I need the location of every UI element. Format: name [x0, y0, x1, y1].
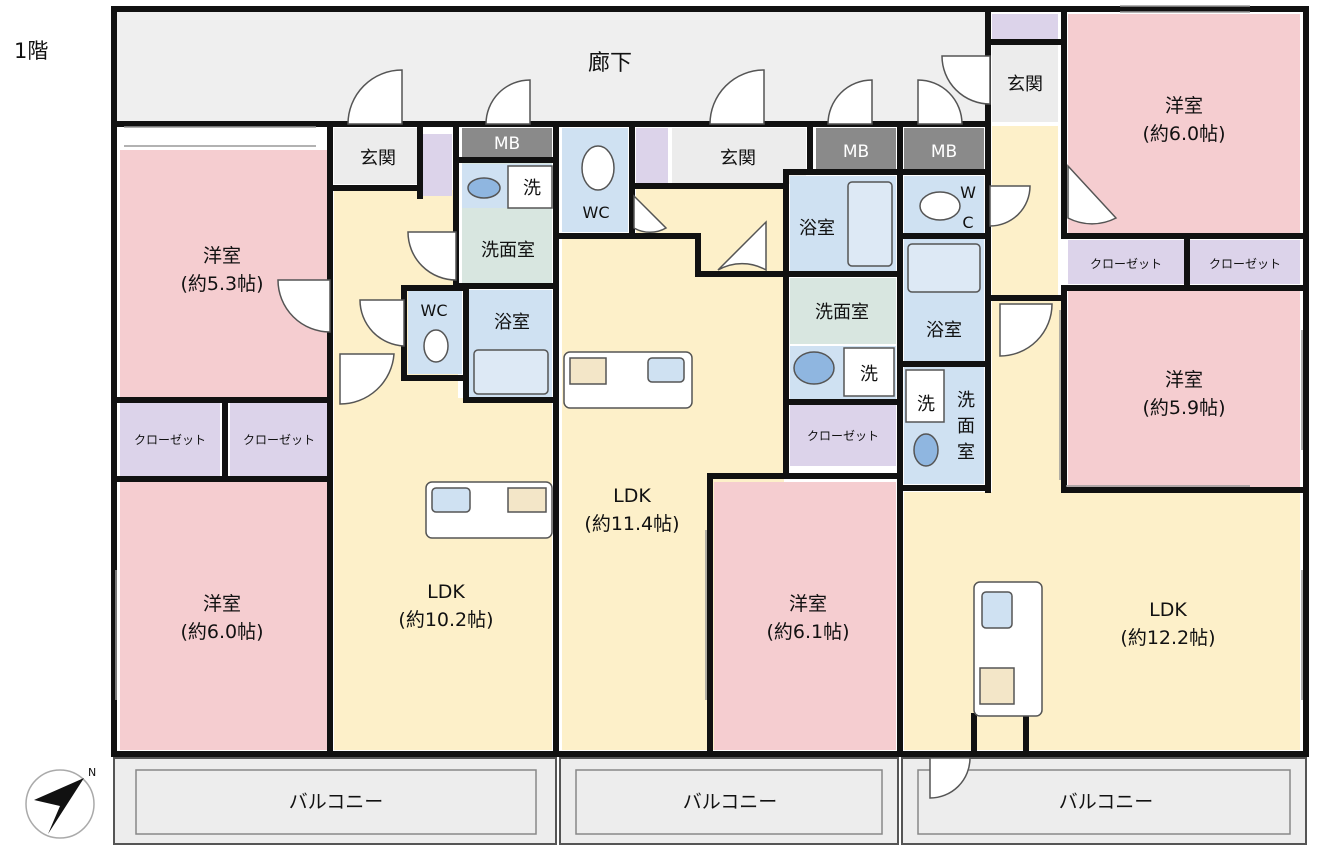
unit3-ldk-type: LDK: [1149, 599, 1187, 621]
unit3-bath-label: 浴室: [926, 320, 962, 341]
unit1-balcony: [113, 757, 557, 845]
unit3-wash-label: 洗: [917, 394, 935, 415]
unit2-wash-label: 洗: [860, 364, 878, 385]
unit2-washroom: [790, 278, 896, 344]
unit2-balcony-inner: [575, 769, 883, 835]
unit1-western-room-b: [120, 482, 328, 750]
unit3-mb: [904, 128, 984, 170]
unit2-ldk-size: (約11.4帖): [584, 513, 679, 535]
unit1-balcony-inner: [135, 769, 537, 835]
doors: [277, 55, 1118, 799]
unit2-closet-label: クローゼット: [807, 429, 879, 443]
unit3-balcony: [901, 757, 1307, 845]
unit1-wash-label: 洗: [523, 178, 541, 199]
unit2-mb-label: MB: [843, 142, 869, 162]
unit2-bath-label: 浴室: [799, 218, 835, 239]
unit1-closet-a-label: クローゼット: [134, 433, 206, 447]
unit3-wc-label-w: W: [960, 183, 976, 202]
unit1-closet-a: [120, 402, 220, 476]
unit1-ldk-size: (約10.2帖): [398, 609, 493, 631]
unit2-ldk-type: LDK: [613, 485, 651, 507]
unit1-ldk-type: LDK: [427, 581, 465, 603]
unit3-entrance: [992, 44, 1058, 122]
unit3-western-room-b: [1068, 290, 1300, 488]
unit3-washroom-v2: 面: [957, 416, 975, 437]
unit3-room-b-size: (約5.9帖): [1142, 397, 1225, 419]
unit3-washroom-v3: 室: [957, 442, 975, 463]
floor-label: 1階: [14, 39, 48, 63]
unit1-closet-b: [230, 402, 328, 476]
unit1-closet-b-label: クローゼット: [243, 433, 315, 447]
unit1-bath-label: 浴室: [494, 312, 530, 333]
unit1-room-b-type: 洋室: [203, 593, 241, 615]
unit3-wc-label-c: C: [962, 213, 973, 232]
unit3-balcony-inner: [917, 769, 1291, 835]
unit1-western-room-a: [120, 150, 328, 398]
unit1-washroom-label: 洗面室: [481, 240, 535, 261]
unit1-entrance-label: 玄関: [360, 148, 396, 169]
unit2-room-size: (約6.1帖): [766, 621, 849, 643]
unit1-room-b-size: (約6.0帖): [180, 621, 263, 643]
unit1-balcony-label: バルコニー: [289, 791, 384, 813]
unit2-washroom-label: 洗面室: [815, 302, 869, 323]
unit3-closet-b: [1190, 240, 1300, 284]
unit3-room-a-size: (約6.0帖): [1142, 123, 1225, 145]
unit1-room-a-size: (約5.3帖): [180, 273, 263, 295]
unit3-closet-b-label: クローゼット: [1209, 257, 1281, 271]
unit2-room-type: 洋室: [789, 593, 827, 615]
unit1-shoe-closet: [420, 134, 452, 196]
unit2-balcony: [559, 757, 899, 845]
unit3-closet-a: [1068, 240, 1184, 284]
corridor-label: 廊下: [588, 51, 632, 76]
unit2-closet: [790, 404, 896, 466]
unit2-western-room: [714, 482, 896, 750]
unit3-balcony-label: バルコニー: [1059, 791, 1154, 813]
unit3-room-b-type: 洋室: [1165, 369, 1203, 391]
unit1-room-a-type: 洋室: [203, 245, 241, 267]
unit3-shoe-closet: [992, 14, 1058, 40]
unit1-wc-label: WC: [421, 301, 448, 320]
unit3-ldk: [904, 492, 1300, 750]
unit2-entrance-label: 玄関: [720, 148, 756, 169]
unit3-western-room-a: [1068, 14, 1300, 234]
compass-north-label: N: [88, 766, 96, 779]
unit1-ldk: [334, 398, 552, 750]
unit3-closet-a-label: クローゼット: [1090, 257, 1162, 271]
unit3-mb-label: MB: [931, 142, 957, 162]
walls: [111, 6, 1309, 757]
unit2-wc-label: WC: [583, 203, 610, 222]
windows: [115, 5, 1303, 700]
unit3-room-a-type: 洋室: [1165, 95, 1203, 117]
unit2-shoe-closet: [636, 128, 668, 184]
fixtures: [423, 145, 1043, 717]
compass-icon: N: [25, 766, 96, 839]
unit1-mb: [462, 128, 552, 158]
unit3-ldk-size: (約12.2帖): [1120, 627, 1215, 649]
unit2-ldk-ext: [700, 270, 784, 470]
unit2-mb: [816, 128, 896, 170]
unit3-washroom-v1: 洗: [957, 390, 975, 411]
unit2-balcony-label: バルコニー: [683, 791, 778, 813]
unit1-mb-label: MB: [494, 134, 520, 154]
unit1-entrance: [334, 128, 418, 184]
unit3-entrance-label: 玄関: [1007, 74, 1043, 95]
